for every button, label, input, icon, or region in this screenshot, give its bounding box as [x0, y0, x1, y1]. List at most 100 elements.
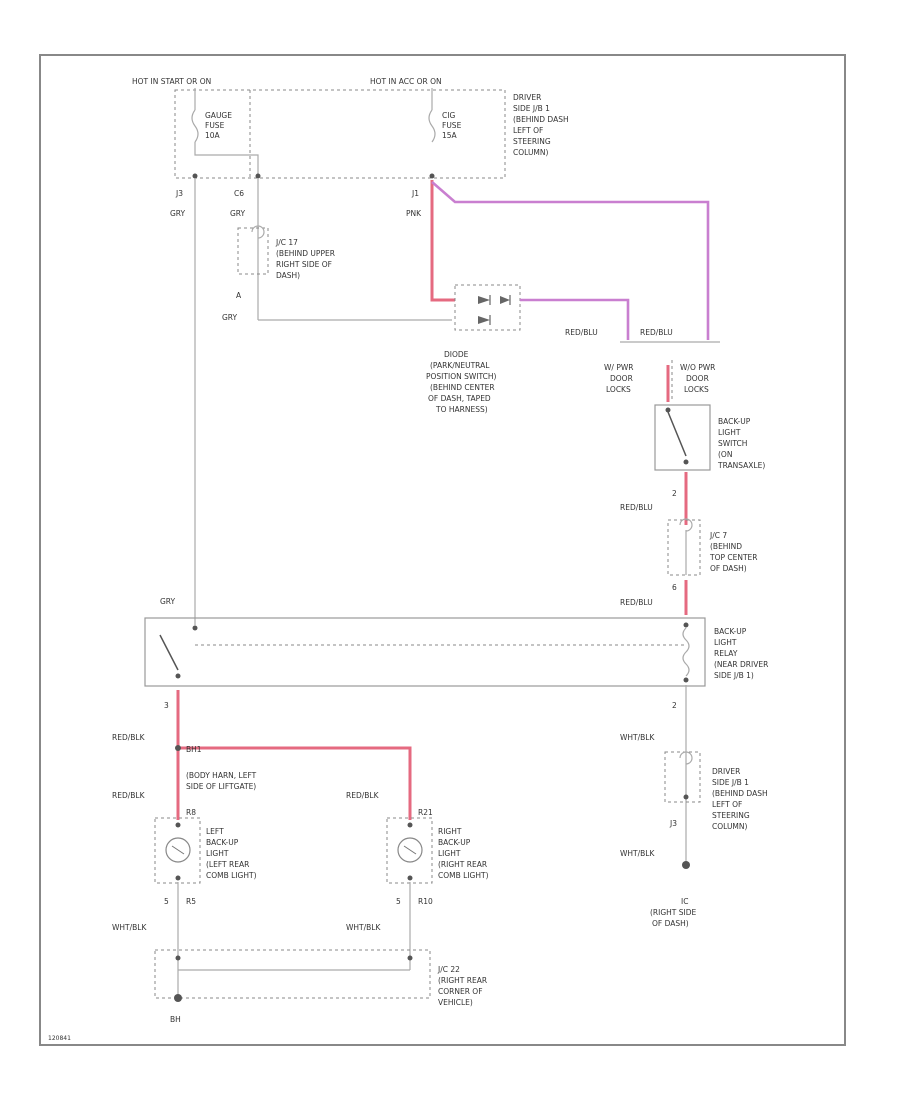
svg-text:COMB LIGHT): COMB LIGHT) [206, 871, 257, 880]
svg-text:CIG: CIG [442, 111, 455, 120]
left-light-terminal-bottom [175, 875, 181, 881]
j3-terminal [192, 173, 198, 179]
wire-color-gry-1: GRY [170, 209, 186, 218]
wire-color-wht-blk-2: WHT/BLK [620, 849, 655, 858]
red-wire-splice-to-right [178, 746, 412, 820]
svg-text:SIDE OF LIFTGATE): SIDE OF LIFTGATE) [186, 782, 256, 791]
left-light-label: LEFT BACK-UP LIGHT (LEFT REAR COMB LIGHT… [206, 827, 257, 880]
r10-label: R10 [418, 897, 433, 906]
svg-text:OF DASH, TAPED: OF DASH, TAPED [428, 394, 491, 403]
svg-text:(RIGHT REAR: (RIGHT REAR [438, 976, 487, 985]
wo-pwr-locks-label: W/O PWR DOOR LOCKS [680, 363, 715, 394]
svg-text:BACK-UP: BACK-UP [718, 417, 751, 426]
right-light-terminal-top [407, 822, 413, 828]
svg-text:SIDE J/B 1: SIDE J/B 1 [513, 104, 550, 113]
gauge-fuse: GAUGE FUSE 10A [191, 109, 232, 143]
wire-color-red-blk-2: RED/BLK [112, 791, 146, 800]
driver-jb-bottom-outline [664, 751, 701, 803]
svg-text:LOCKS: LOCKS [684, 385, 709, 394]
pink-wire-diode-out [520, 298, 630, 340]
svg-text:J/C 17: J/C 17 [275, 238, 298, 247]
wire-color-red-blu-2: RED/BLU [620, 598, 653, 607]
relay-contact-out [175, 673, 181, 679]
relay-label: BACK-UP LIGHT RELAY (NEAR DRIVER SIDE J/… [714, 627, 768, 680]
jc22-right-terminal [407, 955, 413, 961]
svg-text:COLUMN): COLUMN) [513, 148, 549, 157]
svg-text:OF DASH): OF DASH) [652, 919, 689, 928]
red-wire-cig-to-diode [430, 180, 455, 302]
bh1-splice [175, 745, 181, 751]
gauge-fuse-split [194, 142, 259, 178]
svg-text:VEHICLE): VEHICLE) [438, 998, 473, 1007]
svg-text:LEFT: LEFT [206, 827, 224, 836]
svg-text:(PARK/NEUTRAL: (PARK/NEUTRAL [430, 361, 490, 370]
pin-2-label: 2 [672, 489, 677, 498]
svg-text:STEERING: STEERING [712, 811, 750, 820]
conn-j3-label: J3 [175, 189, 183, 198]
svg-text:COMB LIGHT): COMB LIGHT) [438, 871, 489, 880]
svg-text:(RIGHT REAR: (RIGHT REAR [438, 860, 487, 869]
svg-text:LIGHT: LIGHT [206, 849, 229, 858]
backup-switch-terminal-bottom [683, 459, 689, 465]
svg-text:LIGHT: LIGHT [438, 849, 461, 858]
j1-terminal [429, 173, 435, 179]
svg-text:J/C 7: J/C 7 [709, 531, 727, 540]
jc17-junction [251, 225, 265, 239]
svg-text:(BEHIND DASH: (BEHIND DASH [712, 789, 768, 798]
svg-text:DOOR: DOOR [686, 374, 709, 383]
body-harn-label: (BODY HARN, LEFT SIDE OF LIFTGATE) [186, 771, 257, 791]
jc17-label: J/C 17 (BEHIND UPPER RIGHT SIDE OF DASH) [275, 238, 335, 280]
svg-text:(RIGHT SIDE: (RIGHT SIDE [650, 908, 697, 917]
diagram-frame [39, 54, 846, 1046]
svg-text:LIGHT: LIGHT [714, 638, 737, 647]
svg-text:LEFT OF: LEFT OF [513, 126, 543, 135]
svg-text:DASH): DASH) [276, 271, 300, 280]
left-light-terminal-top [175, 822, 181, 828]
figure-id: 120841 [48, 1035, 71, 1042]
svg-text:RELAY: RELAY [714, 649, 738, 658]
svg-text:SWITCH: SWITCH [718, 439, 747, 448]
ground-ic [682, 861, 690, 869]
right-dash-ground-label: (RIGHT SIDE OF DASH) [650, 908, 697, 928]
jc22-left-terminal [175, 955, 181, 961]
svg-text:TO HARNESS): TO HARNESS) [435, 405, 488, 414]
svg-text:TRANSAXLE): TRANSAXLE) [717, 461, 765, 470]
bh1-label: BH1 [186, 745, 202, 754]
pin-2b-label: 2 [672, 701, 677, 710]
svg-text:BACK-UP: BACK-UP [438, 838, 471, 847]
svg-text:(BEHIND: (BEHIND [710, 542, 742, 551]
hot-start-label: HOT IN START OR ON [132, 77, 211, 86]
wire-color-pnk: PNK [406, 209, 422, 218]
svg-text:W/ PWR: W/ PWR [604, 363, 633, 372]
wire-color-red-blu-left: RED/BLU [565, 328, 598, 337]
svg-text:SIDE J/B 1: SIDE J/B 1 [712, 778, 749, 787]
svg-text:W/O PWR: W/O PWR [680, 363, 715, 372]
relay-coil-terminal-bottom [683, 677, 689, 683]
relay-coil [682, 627, 690, 677]
svg-text:RIGHT SIDE OF: RIGHT SIDE OF [276, 260, 332, 269]
pin-a-label: A [236, 291, 242, 300]
diode-outline [454, 284, 521, 331]
relay-outline [144, 617, 706, 687]
right-light-filament [403, 845, 417, 855]
svg-text:(NEAR DRIVER: (NEAR DRIVER [714, 660, 768, 669]
ground-bh-label: BH [170, 1015, 181, 1024]
conn-c6-label: C6 [234, 189, 244, 198]
svg-text:RIGHT: RIGHT [438, 827, 462, 836]
svg-text:FUSE: FUSE [205, 121, 225, 130]
wire-color-red-blk-1: RED/BLK [112, 733, 146, 742]
wire-color-wht-blk-4: WHT/BLK [346, 923, 381, 932]
svg-text:DOOR: DOOR [610, 374, 633, 383]
svg-text:GAUGE: GAUGE [205, 111, 232, 120]
pink-wire-cig-right [431, 181, 710, 340]
ground-bh [174, 994, 182, 1002]
backup-switch-blade [667, 411, 687, 457]
c6-terminal [255, 173, 261, 179]
right-light-terminal-bottom [407, 875, 413, 881]
svg-text:OF DASH): OF DASH) [710, 564, 747, 573]
pin-6-label: 6 [672, 583, 677, 592]
svg-text:(LEFT REAR: (LEFT REAR [206, 860, 249, 869]
svg-text:DRIVER: DRIVER [513, 93, 541, 102]
pin-5a-label: 5 [164, 897, 169, 906]
pin-5b-label: 5 [396, 897, 401, 906]
